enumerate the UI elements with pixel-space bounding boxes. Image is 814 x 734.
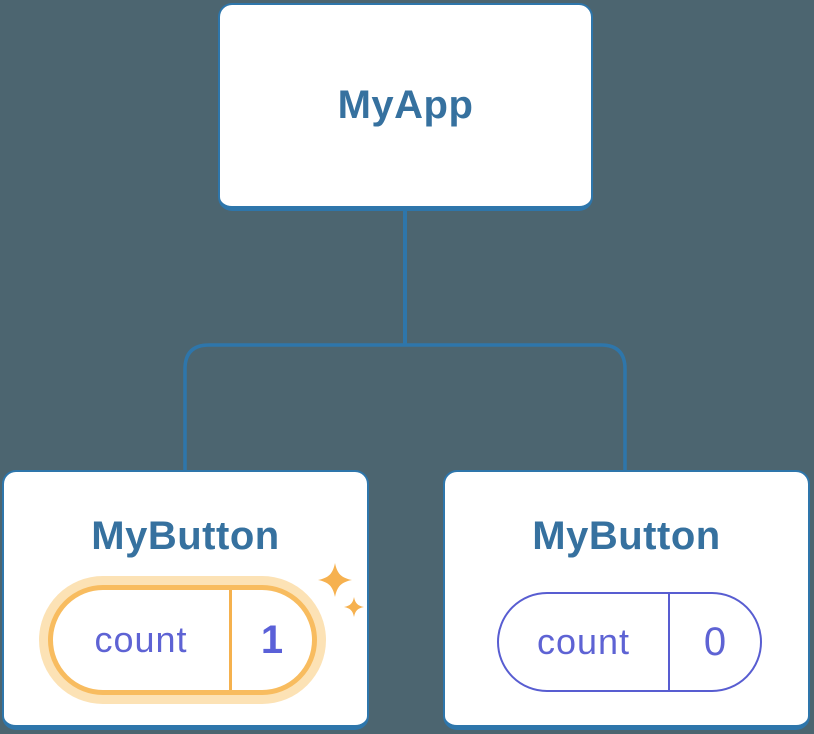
state-name-label: count bbox=[536, 621, 631, 662]
sparkle-small bbox=[344, 597, 364, 617]
state-name-label: count bbox=[94, 619, 188, 660]
state-value: 1 bbox=[229, 590, 312, 690]
sparkles-icon bbox=[318, 563, 364, 617]
node-mybutton-left: MyButton count 1 bbox=[2, 470, 369, 730]
node-mybutton-right-label: MyButton bbox=[532, 514, 721, 558]
state-pill-highlighted: count 1 bbox=[48, 585, 317, 695]
sparkle-large bbox=[318, 563, 352, 597]
connector-branch-bracket bbox=[183, 343, 627, 474]
node-mybutton-left-label: MyButton bbox=[91, 514, 280, 558]
tree-connector-lines bbox=[183, 209, 627, 474]
node-myapp-label: MyApp bbox=[337, 83, 474, 127]
state-value: 0 bbox=[668, 594, 760, 690]
state-pill: count 0 bbox=[497, 592, 762, 692]
node-mybutton-right: MyButton count 0 bbox=[443, 470, 810, 730]
node-myapp: MyApp bbox=[218, 3, 593, 211]
